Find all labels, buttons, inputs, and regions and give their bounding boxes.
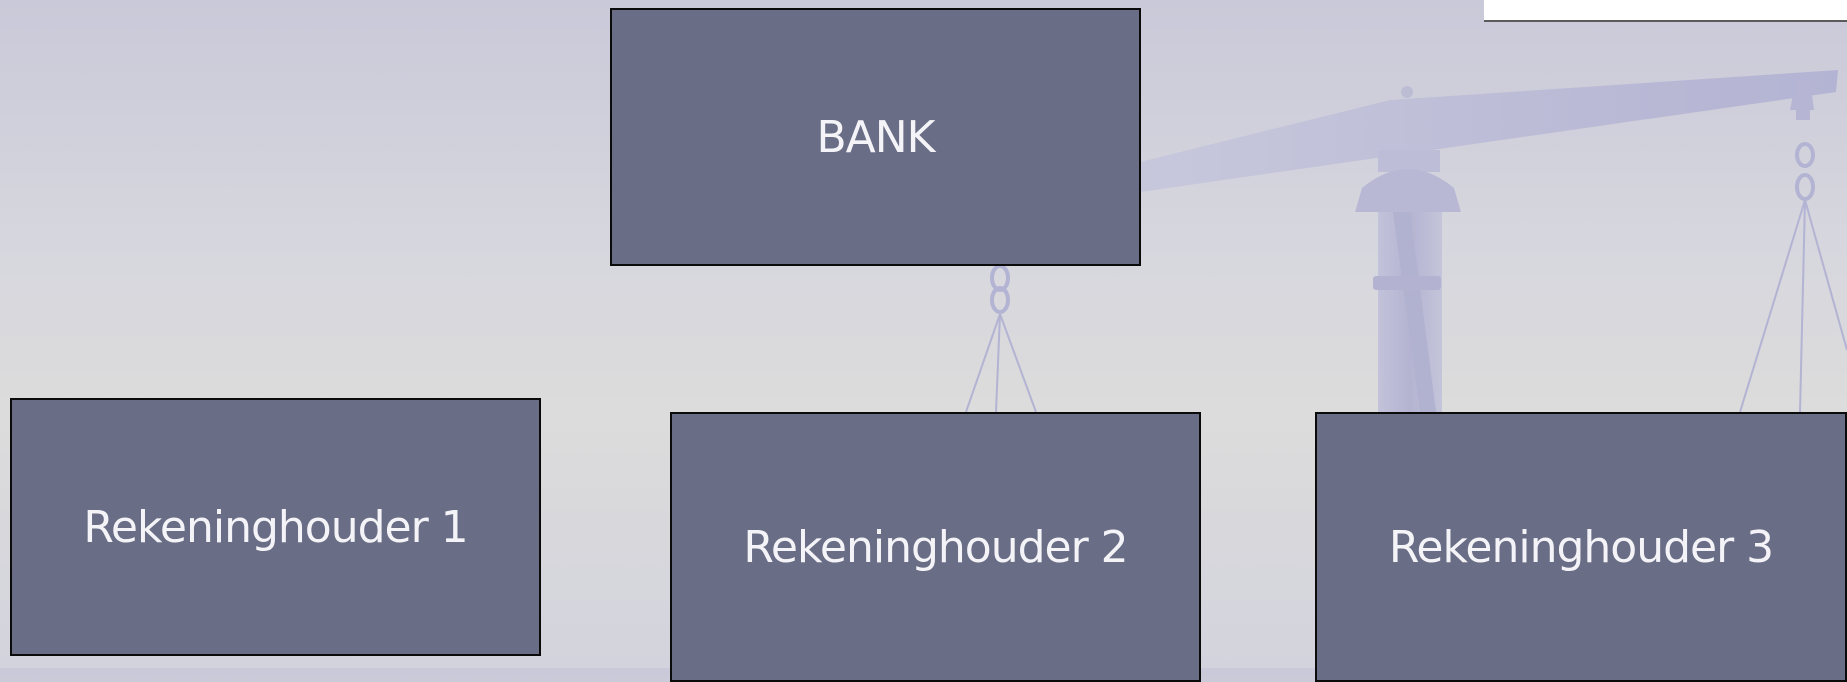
node-rekeninghouder-1-label: Rekeninghouder 1 (83, 501, 468, 553)
node-rekeninghouder-3: Rekeninghouder 3 (1315, 412, 1847, 682)
node-rekeninghouder-2: Rekeninghouder 2 (670, 412, 1201, 682)
left-scale-hanger (965, 264, 1037, 413)
top-right-white-bar (1484, 0, 1847, 22)
node-rekeninghouder-1: Rekeninghouder 1 (10, 398, 541, 656)
node-rekeninghouder-3-label: Rekeninghouder 3 (1388, 521, 1774, 573)
scale-post (1355, 150, 1461, 412)
right-scale-hanger (1739, 80, 1847, 413)
balance-scale-decoration (965, 70, 1847, 413)
node-rekeninghouder-2-label: Rekeninghouder 2 (743, 521, 1128, 573)
scale-beam (1140, 70, 1838, 192)
node-bank: BANK (610, 8, 1141, 266)
node-bank-label: BANK (816, 111, 935, 163)
